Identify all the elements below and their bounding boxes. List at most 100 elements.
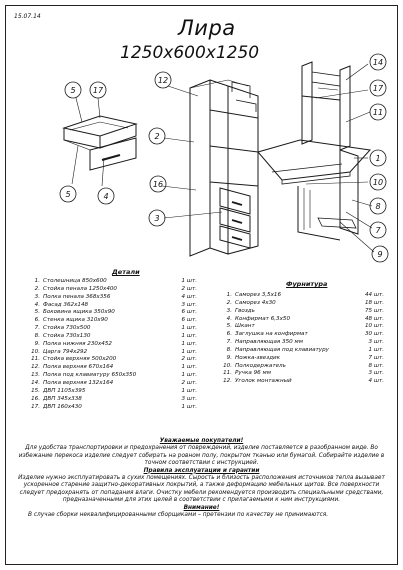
part-name: Полка верхняя 132x164 xyxy=(43,379,114,386)
hardware-name: Шкант xyxy=(235,323,255,330)
part-name: Царга 794x292 xyxy=(43,348,88,355)
callout-circles xyxy=(59,53,389,263)
part-quantity: 1 шт. xyxy=(181,403,198,410)
hardware-quantity: 8 шт. xyxy=(368,362,385,369)
notes-para-warning: В случае сборки неквалифицированными сбо… xyxy=(28,512,329,519)
part-quantity: 1 шт. xyxy=(181,325,198,332)
part-quantity: 1 шт. xyxy=(181,364,198,371)
callout-8: 8 xyxy=(375,202,380,211)
hardware-name: Уголок монтажный xyxy=(235,378,292,385)
callout-10: 10 xyxy=(373,178,383,187)
part-quantity: 1 шт. xyxy=(181,340,198,347)
part-quantity: 1 шт. xyxy=(181,372,198,379)
part-name: Стойка верхняя 500x200 xyxy=(43,356,117,363)
part-number: 14. xyxy=(31,379,40,386)
callout-7: 7 xyxy=(375,226,381,235)
hardware-name: Гвоздь xyxy=(235,307,255,314)
part-quantity: 1 шт. xyxy=(181,332,198,339)
part-row: 16.ДВП 345x338 3 шт. xyxy=(30,396,197,404)
part-quantity: 1 шт. xyxy=(181,348,198,355)
hardware-name: Направляющая под клавиатуру xyxy=(235,346,329,353)
hardware-name: Полкодержатель xyxy=(235,362,286,369)
part-quantity: 2 шт. xyxy=(181,356,198,363)
product-title: Лира xyxy=(178,16,236,40)
notes-para-usage: Изделие нужно эксплуатировать в сухих по… xyxy=(18,475,385,504)
callout-17: 17 xyxy=(373,84,384,93)
part-quantity: 3 шт. xyxy=(181,395,198,402)
part-name: Полка пенала 368x356 xyxy=(43,293,111,300)
part-number: 3. xyxy=(34,293,40,300)
part-row: 8.Стойка 730x130 1 шт. xyxy=(30,333,197,341)
parts-title: Детали xyxy=(112,268,140,276)
callout-11: 11 xyxy=(373,108,383,117)
hardware-name: Саморез 3,5x16 xyxy=(235,292,282,298)
hardware-quantity: 75 шт. xyxy=(364,307,384,314)
part-name: ДВП 1105x395 xyxy=(43,387,86,394)
hardware-title: Фурнитура xyxy=(286,280,328,288)
callout-5: 5 xyxy=(65,190,70,199)
part-number: 12. xyxy=(31,364,40,371)
callout-16: 17 xyxy=(93,86,104,95)
callout-12: 12 xyxy=(158,76,168,85)
notes-heading-attention: Внимание! xyxy=(183,504,220,511)
part-number: 9. xyxy=(34,340,40,347)
callout-15: 16 xyxy=(153,180,163,189)
hardware-name: Саморез 4x30 xyxy=(235,299,276,306)
page-frame xyxy=(5,5,398,565)
part-name: Боковина ящика 350x90 xyxy=(43,309,115,316)
part-name: Столешница 850x600 xyxy=(43,278,107,284)
callout-2: 2 xyxy=(154,132,159,141)
part-quantity: 6 шт. xyxy=(181,317,198,324)
part-name: Полка верхняя 670x164 xyxy=(43,364,114,371)
callout-1: 1 xyxy=(375,154,380,163)
hardware-number: 3. xyxy=(226,307,232,314)
part-name: Стойка 730x130 xyxy=(43,332,91,339)
part-number: 8. xyxy=(34,332,40,339)
part-name: Полка нижняя 230x452 xyxy=(43,340,112,347)
part-name: Стойка 730x500 xyxy=(43,325,91,332)
part-number: 11. xyxy=(31,356,40,363)
desk-drawing xyxy=(189,61,372,257)
hardware-number: 1. xyxy=(226,292,232,298)
part-name: Стойка пенала 1250x400 xyxy=(43,285,117,292)
hardware-number: 11. xyxy=(223,370,232,377)
part-number: 6. xyxy=(34,317,40,324)
part-quantity: 2 шт. xyxy=(181,285,198,292)
notes-heading-customers: Уважаемые покупатели! xyxy=(159,438,244,444)
part-row: 12.Полка верхняя 670x164 1 шт. xyxy=(30,364,197,372)
hardware-quantity: 3 шт. xyxy=(368,370,385,377)
part-name: ДВП 160x430 xyxy=(43,403,82,410)
callout-9: 9 xyxy=(377,250,382,259)
hardware-quantity: 48 шт. xyxy=(364,315,384,322)
part-row: 11.Стойка верхняя 500x200 2 шт. xyxy=(30,356,197,364)
hardware-quantity: 1 шт. xyxy=(368,346,385,353)
part-number: 16. xyxy=(31,395,40,402)
part-name: ДВП 345x338 xyxy=(43,395,82,402)
part-name: Полка под клавиатуру 650x350 xyxy=(43,372,137,379)
notes-para-assembly: Для удобства транспортировки и предохран… xyxy=(18,445,385,467)
product-dimensions: 1250x600x1250 xyxy=(120,43,260,63)
callout-4: 4 xyxy=(103,192,108,201)
callout-14: 14 xyxy=(373,58,383,67)
hardware-name: Конфирмат 6,3x50 xyxy=(235,315,291,322)
leader-lines xyxy=(71,63,375,253)
hardware-number: 7. xyxy=(226,339,232,346)
part-quantity: 6 шт. xyxy=(181,309,198,316)
part-row: 9.Полка нижняя 230x452 1 шт. xyxy=(30,341,197,349)
part-number: 4. xyxy=(34,301,40,308)
part-quantity: 3 шт. xyxy=(181,301,198,308)
